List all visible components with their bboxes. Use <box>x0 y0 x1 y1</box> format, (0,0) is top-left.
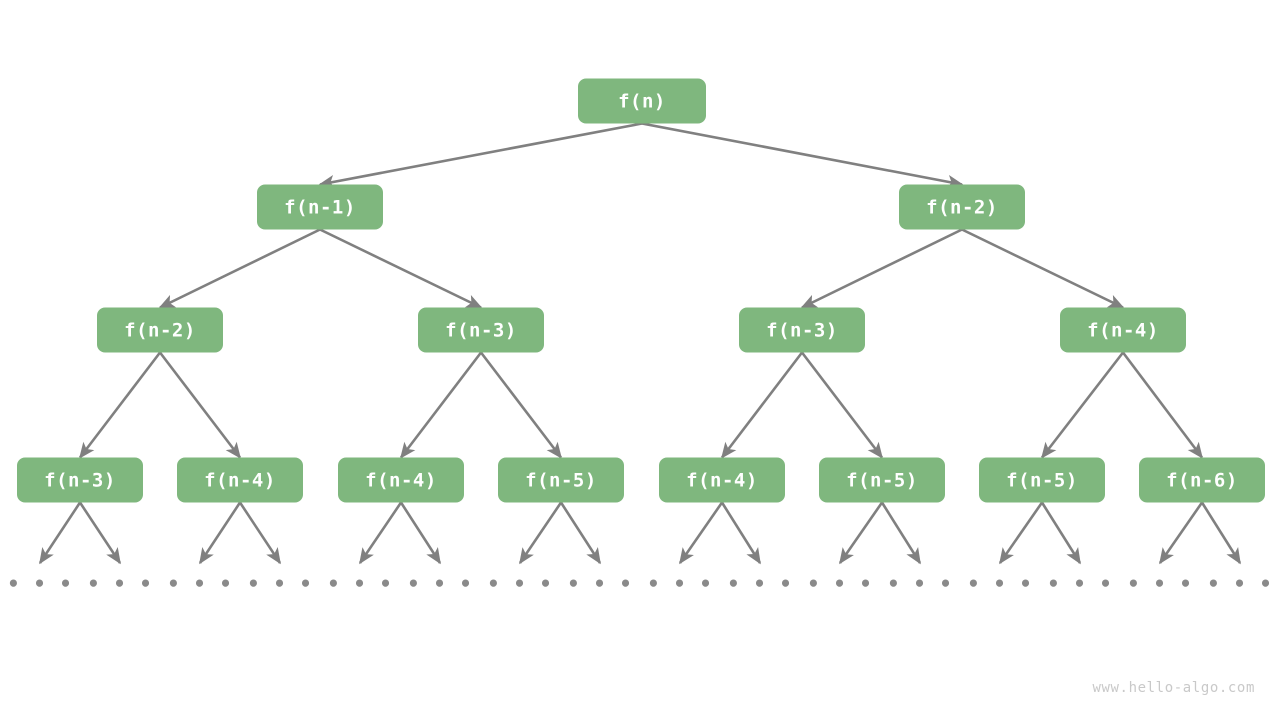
tree-edge-to-ellipsis <box>880 501 922 565</box>
tree-node-box <box>1060 307 1186 353</box>
ellipsis-marker: • • • <box>967 572 1032 596</box>
ellipsis-marker: • • • <box>1207 572 1272 596</box>
tree-edge-to-ellipsis <box>38 501 82 565</box>
tree-node-box <box>578 78 706 124</box>
ellipsis-marker: • • • <box>647 572 712 596</box>
edges-layer <box>78 122 1204 459</box>
ellipsis-marker: • • • <box>7 572 72 596</box>
tree-node[interactable]: f(n-1) <box>257 184 383 230</box>
nodes-layer: f(n) f(n-1) f(n-2) f(n-2) f(n-3) f(n-3) f(n-4)… <box>17 78 1265 503</box>
tree-node-label: f(n-2) <box>926 197 998 219</box>
tree-node-box <box>979 457 1105 503</box>
ellipsis-marker: • • • <box>87 572 152 596</box>
ellipsis-marker: • • • <box>1047 572 1112 596</box>
tree-node-label: f(n-6) <box>1166 470 1238 492</box>
tree-node-label: f(n) <box>618 91 666 113</box>
tree-node[interactable]: f(n-4) <box>1060 307 1186 353</box>
tree-node-box <box>659 457 785 503</box>
tree-node-box <box>498 457 624 503</box>
tree-node[interactable]: f(n-2) <box>97 307 223 353</box>
ellipsis-marker: • • • <box>727 572 792 596</box>
tree-edge-to-ellipsis <box>559 501 602 565</box>
tree-node[interactable]: f(n-2) <box>899 184 1025 230</box>
tree-edge-to-ellipsis <box>238 501 282 565</box>
tree-node-label: f(n-4) <box>365 470 437 492</box>
tree-node-box <box>338 457 464 503</box>
watermark-label: www.hello-algo.com <box>1092 680 1255 696</box>
tree-node-label: f(n-5) <box>525 470 597 492</box>
ellipsis-marker: • • • <box>167 572 232 596</box>
tree-edge-to-ellipsis <box>678 501 724 565</box>
tree-node[interactable]: f(n-4) <box>659 457 785 503</box>
tree-node-box <box>418 307 544 353</box>
tree-node[interactable]: f(n-4) <box>338 457 464 503</box>
tree-edge <box>800 351 884 459</box>
ellipsis-marker: • • • <box>487 572 552 596</box>
tree-edge-to-ellipsis <box>78 501 122 565</box>
tree-edge <box>318 122 643 189</box>
tree-edge <box>1121 351 1204 459</box>
tree-node[interactable]: f(n-5) <box>498 457 624 503</box>
tree-node-label: f(n-3) <box>44 470 116 492</box>
ellipsis-marker: • • • <box>1127 572 1192 596</box>
tree-node-label: f(n-3) <box>445 320 517 342</box>
tree-edge <box>1040 351 1125 459</box>
tree-node[interactable]: f(n-3) <box>739 307 865 353</box>
tree-edge-to-ellipsis <box>518 501 563 565</box>
tree-edge <box>78 351 162 459</box>
tree-edge <box>319 228 483 309</box>
tree-node[interactable]: f(n-6) <box>1139 457 1265 503</box>
tree-node-box <box>257 184 383 230</box>
tree-node-box <box>819 457 945 503</box>
tree-node[interactable]: f(n-3) <box>418 307 544 353</box>
tree-node-box <box>739 307 865 353</box>
tree-node-label: f(n-5) <box>846 470 918 492</box>
tree-edge-to-ellipsis <box>720 501 762 565</box>
leaf-edges-layer <box>38 501 1242 565</box>
tree-node[interactable]: f(n) <box>578 78 706 124</box>
tree-edge <box>158 228 321 309</box>
tree-node-box <box>177 457 303 503</box>
tree-edge-to-ellipsis <box>838 501 884 565</box>
tree-edge-to-ellipsis <box>198 501 242 565</box>
tree-node-label: f(n-4) <box>1087 320 1159 342</box>
tree-node[interactable]: f(n-3) <box>17 457 143 503</box>
tree-node-box <box>1139 457 1265 503</box>
ellipsis-marker: • • • <box>567 572 632 596</box>
tree-edge <box>961 228 1125 309</box>
tree-node-box <box>17 457 143 503</box>
tree-node-label: f(n-1) <box>284 197 356 219</box>
tree-edge-to-ellipsis <box>1040 501 1082 565</box>
ellipsis-marker: • • • <box>807 572 872 596</box>
tree-node-box <box>97 307 223 353</box>
tree-node[interactable]: f(n-5) <box>819 457 945 503</box>
ellipsis-marker: • • • <box>247 572 312 596</box>
tree-edge <box>641 122 964 189</box>
tree-node[interactable]: f(n-5) <box>979 457 1105 503</box>
tree-edge-to-ellipsis <box>1200 501 1242 565</box>
ellipsis-marker: • • • <box>327 572 392 596</box>
tree-edge <box>158 351 242 459</box>
ellipsis-marker: • • • <box>887 572 952 596</box>
ellipsis-marker: • • • <box>407 572 472 596</box>
tree-node-label: f(n-2) <box>124 320 196 342</box>
tree-edge <box>399 351 483 459</box>
tree-edge <box>720 351 804 459</box>
tree-node[interactable]: f(n-4) <box>177 457 303 503</box>
tree-edge-to-ellipsis <box>399 501 442 565</box>
tree-edge-to-ellipsis <box>358 501 403 565</box>
tree-node-label: f(n-5) <box>1006 470 1078 492</box>
tree-edge <box>800 228 963 309</box>
tree-node-label: f(n-4) <box>686 470 758 492</box>
ellipsis-layer: • • • • • • • • • • • • • • • • • • • • • • • •… <box>7 572 1272 596</box>
tree-edge-to-ellipsis <box>998 501 1044 565</box>
tree-node-label: f(n-4) <box>204 470 276 492</box>
tree-edge <box>479 351 563 459</box>
tree-node-box <box>899 184 1025 230</box>
tree-node-label: f(n-3) <box>766 320 838 342</box>
tree-edge-to-ellipsis <box>1158 501 1204 565</box>
